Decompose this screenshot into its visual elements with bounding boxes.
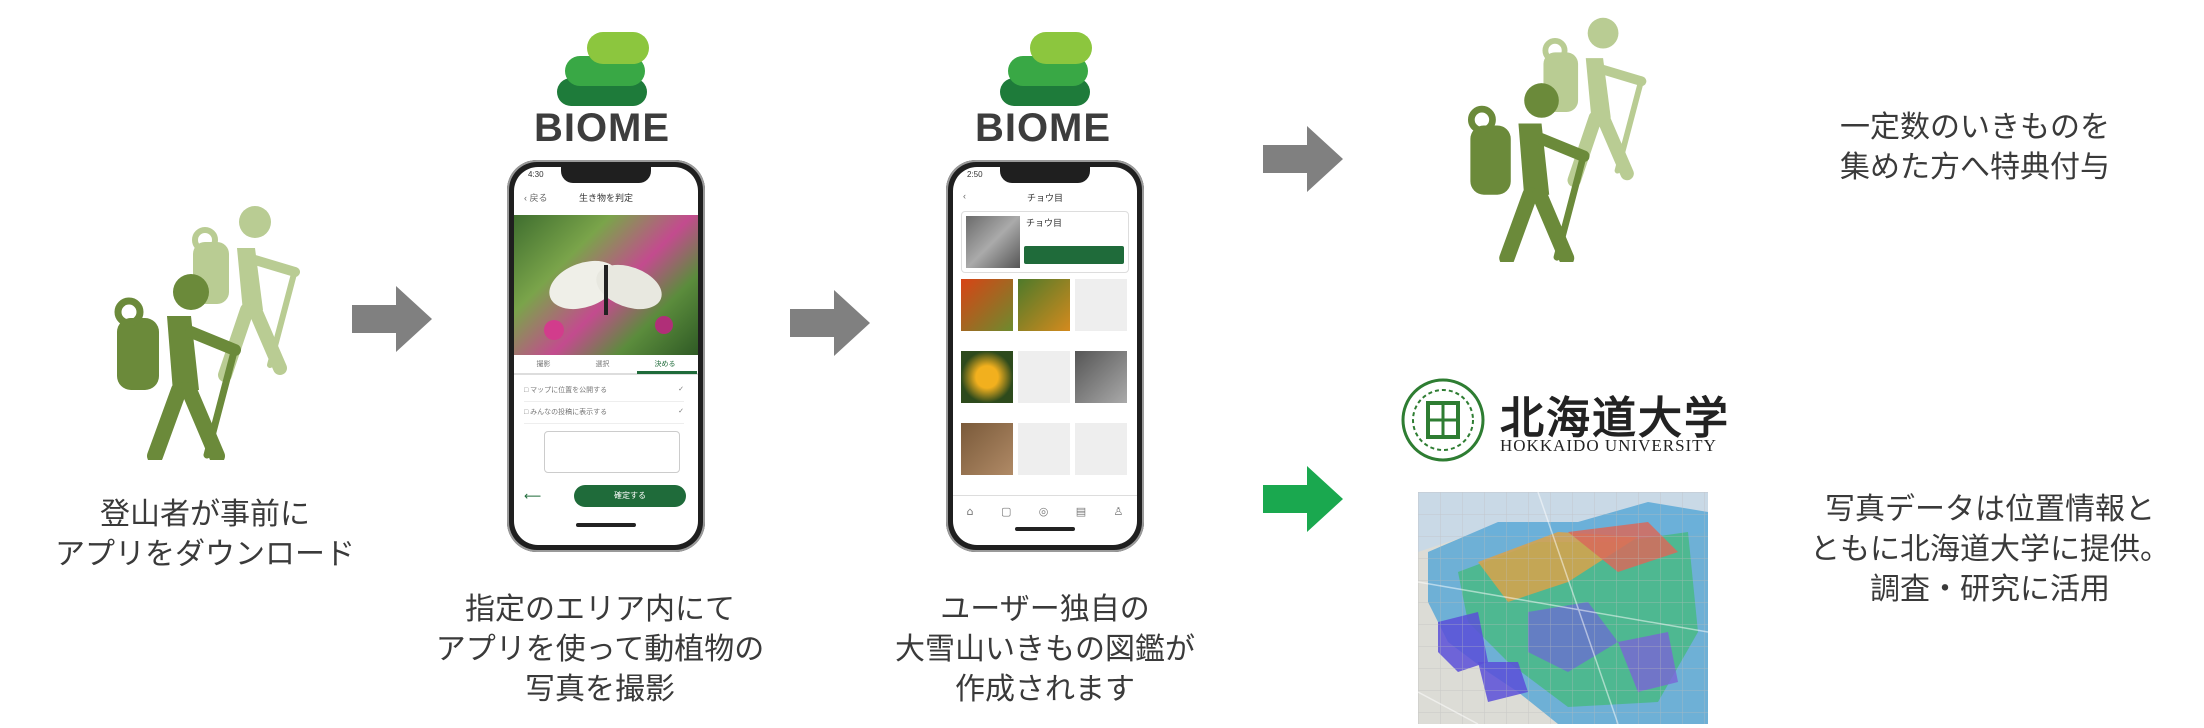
- caption-line: アプリをダウンロード: [55, 537, 355, 572]
- caption-line: 大雪山いきもの図鑑が: [895, 632, 1195, 667]
- arrow-right-green-icon: [1263, 466, 1343, 532]
- back-icon[interactable]: ‹: [963, 191, 966, 201]
- hiker-pair-icon: [114, 206, 300, 460]
- caption-line: 集めた方へ特典付与: [1840, 150, 2110, 185]
- university-caption: 写真データは位置情報と ともに北海道大学に提供。 調査・研究に活用: [1790, 490, 2190, 610]
- caption-line: 作成されます: [955, 672, 1135, 707]
- hiker-pair-icon: [1467, 17, 1647, 262]
- university-name: 北海道大学: [1500, 393, 1730, 444]
- arrow-right-icon: [1263, 126, 1343, 192]
- biome-logo-icon: [557, 32, 649, 106]
- biome-logo-icon: [1000, 32, 1092, 106]
- caption-line: 登山者が事前に: [100, 497, 310, 532]
- university-emblem-icon: [1401, 378, 1485, 462]
- step1-caption: 登山者が事前に アプリをダウンロード: [20, 495, 390, 575]
- caption-line: 指定のエリア内にて: [465, 592, 735, 627]
- heatmap-map: [1418, 492, 1708, 724]
- caption-line: ユーザー独自の: [940, 592, 1150, 627]
- university-name-en: HOKKAIDO UNIVERSITY: [1500, 436, 1717, 455]
- caption-line: 一定数のいきものを: [1840, 110, 2110, 145]
- caption-line: アプリを使って動植物の: [435, 632, 765, 667]
- butterfly-photo: [514, 215, 698, 355]
- arrow-right-icon: [790, 290, 870, 356]
- phone-mockup-identify: 4:30 ‹ 戻る 生き物を判定 撮影選択決める □ マップに位置を公開する ✓…: [507, 160, 705, 552]
- biome-logo-text: BIOME: [974, 106, 1112, 150]
- arrow-right-icon: [352, 286, 432, 352]
- step2-caption: 指定のエリア内にて アプリを使って動植物の 写真を撮影: [410, 590, 790, 710]
- benefit-caption: 一定数のいきものを 集めた方へ特典付与: [1790, 108, 2160, 188]
- biome-logo-text: BIOME: [533, 106, 671, 150]
- phone-mockup-zukan: 2:50 ‹ チョウ目 チョウ目 ⌂▢◎▤♙: [946, 160, 1144, 552]
- back-icon[interactable]: ‹ 戻る: [524, 193, 548, 203]
- caption-line: 写真を撮影: [525, 672, 675, 707]
- caption-line: 調査・研究に活用: [1870, 572, 2110, 607]
- caption-line: ともに北海道大学に提供。: [1810, 532, 2170, 567]
- step3-caption: ユーザー独自の 大雪山いきもの図鑑が 作成されます: [860, 590, 1230, 710]
- confirm-button[interactable]: 確定する: [574, 485, 686, 507]
- caption-line: 写真データは位置情報と: [1825, 492, 2155, 527]
